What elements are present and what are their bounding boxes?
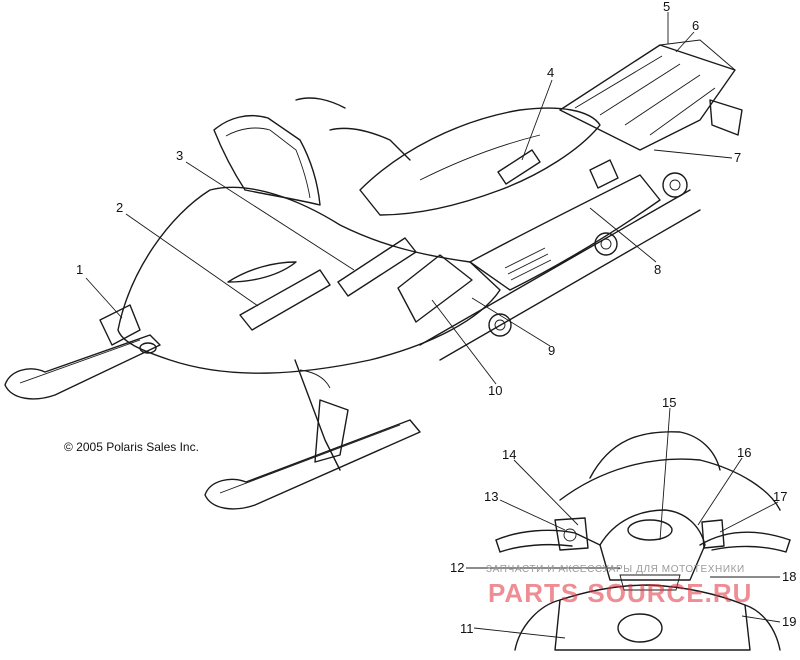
callout-11: 11 xyxy=(460,621,474,636)
watermark-tagline: ЗАПЧАСТИ И АКСЕССУАРЫ ДЛЯ МОТОТЕХНИКИ xyxy=(486,564,745,575)
callout-14: 14 xyxy=(502,447,517,462)
watermark-logo: PARTS SOURCE.RU xyxy=(488,578,753,608)
callout-5: 5 xyxy=(663,0,671,14)
callout-17: 17 xyxy=(773,489,788,504)
sled-body xyxy=(117,39,743,374)
callout-9: 9 xyxy=(548,343,556,358)
callout-8: 8 xyxy=(654,262,662,277)
callout-2: 2 xyxy=(116,200,124,215)
callout-1: 1 xyxy=(76,262,84,277)
callout-18: 18 xyxy=(782,569,797,584)
leader-lines xyxy=(85,12,781,639)
callout-13: 13 xyxy=(484,489,499,504)
callout-3: 3 xyxy=(176,148,184,163)
callout-15: 15 xyxy=(662,395,677,410)
callout-12: 12 xyxy=(450,560,465,575)
callout-19: 19 xyxy=(782,614,797,629)
callout-7: 7 xyxy=(734,150,742,165)
callout-16: 16 xyxy=(737,445,752,460)
callout-10: 10 xyxy=(488,383,503,398)
skis xyxy=(4,304,421,510)
copyright-text: © 2005 Polaris Sales Inc. xyxy=(64,440,199,454)
callout-4: 4 xyxy=(547,65,555,80)
callout-6: 6 xyxy=(692,18,700,33)
dash-inset xyxy=(495,431,791,651)
